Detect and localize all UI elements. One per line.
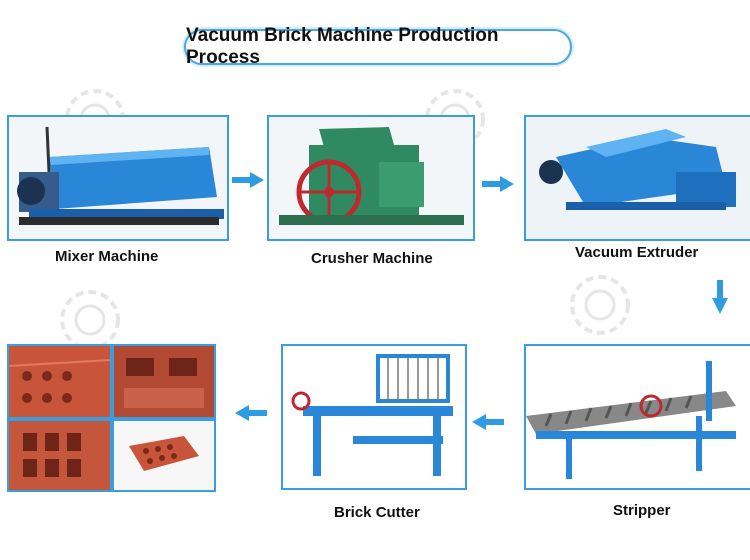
mixer-machine-image bbox=[7, 115, 229, 241]
crusher-machine-image bbox=[267, 115, 475, 241]
vacuum-extruder-image bbox=[524, 115, 750, 241]
brick-product-photo-2 bbox=[112, 344, 216, 419]
diagram-title-box: Vacuum Brick Machine Production Process bbox=[184, 25, 572, 68]
arrow-icon bbox=[472, 414, 504, 430]
stripper-label: Stripper bbox=[613, 502, 671, 519]
crusher-machine-label: Crusher Machine bbox=[311, 250, 433, 267]
arrow-icon bbox=[482, 176, 514, 192]
brick-product-photo-3 bbox=[7, 419, 112, 492]
diagram-title: Vacuum Brick Machine Production Process bbox=[186, 25, 499, 68]
vacuum-extruder-label: Vacuum Extruder bbox=[575, 244, 699, 261]
brick-cutter-image bbox=[281, 344, 467, 490]
arrow-icon bbox=[235, 405, 267, 421]
brick-cutter-label: Brick Cutter bbox=[334, 504, 420, 521]
gear-watermark-icon bbox=[570, 275, 630, 335]
mixer-machine-label: Mixer Machine bbox=[55, 248, 159, 265]
stripper-image bbox=[524, 344, 750, 490]
brick-product-photo-4 bbox=[112, 419, 216, 492]
arrow-icon bbox=[712, 280, 728, 314]
arrow-icon bbox=[232, 172, 264, 188]
brick-product-photo-1 bbox=[7, 344, 112, 419]
